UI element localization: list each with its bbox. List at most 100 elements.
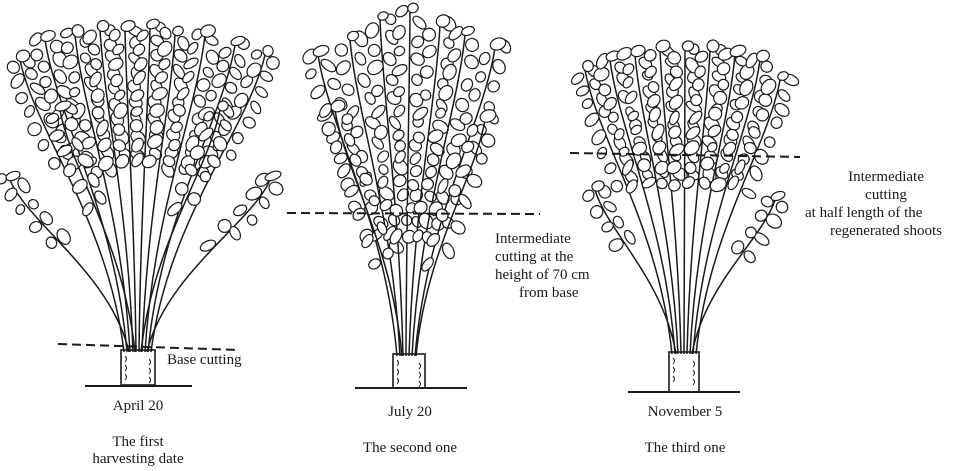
leaf — [199, 238, 218, 253]
base-cutting-label: Base cutting — [167, 352, 242, 369]
leaf — [770, 190, 786, 202]
caption-line: harvesting date — [68, 451, 208, 468]
leaf — [128, 117, 145, 134]
cut-label-line: height of 70 cm — [495, 266, 590, 284]
leaf — [772, 101, 791, 119]
plant-april-illustration — [0, 18, 285, 385]
leaf — [366, 42, 383, 59]
caption-first: The first harvesting date — [68, 434, 208, 468]
leaf — [377, 163, 390, 176]
leaf — [477, 51, 492, 67]
cut-label-line: regenerated shoots — [803, 222, 969, 240]
leaf — [655, 176, 670, 191]
cut-label-line: cutting at the — [495, 248, 590, 266]
leaf — [92, 189, 108, 206]
leaf — [23, 104, 37, 119]
leaf — [232, 203, 249, 218]
caption-second: The second one — [330, 440, 490, 457]
leaf — [395, 187, 411, 203]
leaf — [304, 67, 318, 81]
leaf — [225, 148, 238, 161]
cut-label-line: Intermediate — [495, 230, 590, 248]
cut-label-line: at half length of the — [803, 204, 969, 222]
leaf — [353, 50, 368, 66]
shoot-stem — [684, 50, 685, 354]
leaf — [406, 2, 419, 14]
shoot-stem — [10, 180, 129, 352]
leaf — [600, 220, 615, 234]
leaf — [249, 99, 263, 115]
leaf — [264, 169, 282, 182]
leaf — [333, 41, 350, 58]
date-label-july: July 20 — [340, 404, 480, 421]
cut-label-line: cutting — [803, 186, 969, 204]
leaf — [687, 109, 704, 126]
leaf — [261, 44, 274, 58]
leaf — [741, 186, 758, 200]
leaf — [334, 58, 353, 77]
leaf — [603, 161, 618, 176]
leaf — [769, 115, 784, 130]
caption-line: The first — [68, 434, 208, 451]
leaf — [762, 135, 777, 150]
leaf — [264, 54, 281, 71]
leaf — [376, 149, 391, 165]
leaf — [370, 103, 388, 121]
plant-november-illustration — [569, 38, 800, 392]
shoot-stem — [147, 180, 270, 352]
date-label-april: April 20 — [68, 398, 208, 415]
cut-label-line: Intermediate — [803, 168, 969, 186]
leaf — [588, 203, 605, 220]
leaf — [474, 70, 488, 84]
leaf — [250, 48, 263, 60]
leaf — [463, 36, 481, 54]
intermediate-cutting-label-half: Intermediate cutting at half length of t… — [803, 168, 969, 240]
leaf — [14, 91, 30, 106]
leaf — [733, 158, 747, 175]
leaf — [729, 239, 746, 257]
leaf — [340, 82, 356, 98]
leaf — [436, 177, 450, 195]
leaf — [201, 65, 215, 79]
leaf — [52, 67, 69, 85]
leaf — [241, 115, 257, 130]
leaf — [465, 123, 480, 139]
leaf — [423, 164, 438, 180]
leaf — [667, 141, 686, 158]
plant-july-illustration — [300, 2, 513, 388]
leaf — [44, 235, 58, 250]
leaf — [326, 76, 342, 91]
leaf — [391, 128, 406, 142]
leaf — [171, 25, 184, 37]
leaf — [26, 120, 44, 138]
leaf — [609, 178, 624, 193]
intermediate-cutting-label-70cm: Intermediate cutting at the height of 70… — [495, 230, 590, 302]
caption-third: The third one — [605, 440, 765, 457]
leaf — [233, 53, 248, 69]
leaf — [67, 70, 82, 86]
leaf — [14, 203, 26, 216]
leaf — [185, 190, 203, 208]
leaf — [462, 52, 481, 71]
leaf — [408, 163, 424, 178]
intermediate-cutting-line-70cm — [287, 213, 540, 214]
leaf — [408, 151, 423, 167]
cut-label-line: from base — [495, 284, 590, 302]
leaf — [3, 186, 20, 203]
leaf — [569, 71, 585, 87]
leaf — [387, 115, 403, 132]
leaf — [217, 45, 233, 60]
date-label-november: November 5 — [610, 404, 760, 421]
leaf — [394, 3, 411, 19]
leaf — [774, 199, 790, 215]
leaf — [589, 127, 608, 147]
leaf — [70, 177, 90, 196]
leaf — [607, 236, 626, 254]
leaf — [245, 213, 258, 227]
leaf — [460, 25, 475, 37]
leaf — [440, 241, 456, 260]
leaf — [36, 138, 51, 153]
leaf — [254, 85, 270, 100]
leaf — [453, 96, 471, 114]
